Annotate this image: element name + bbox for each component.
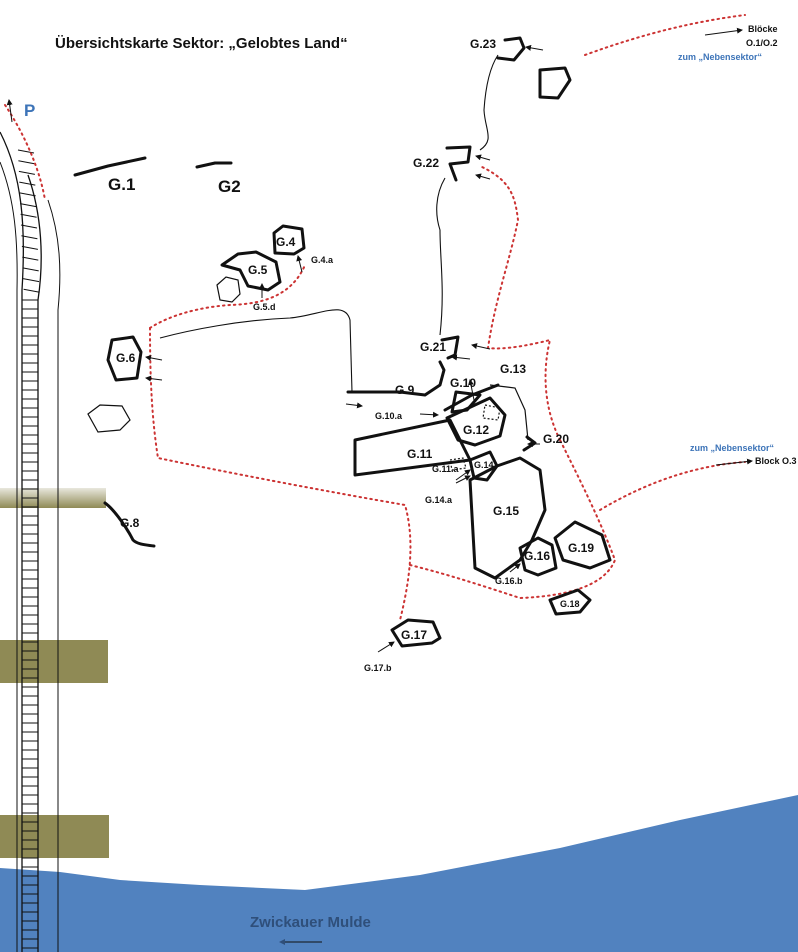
ground-strip-middle: [0, 640, 108, 683]
rock-g5-boulder: [216, 276, 241, 303]
label-g11: G.11: [407, 447, 433, 461]
rock-g4: [272, 224, 306, 256]
rock-g10-ridge: [443, 383, 500, 412]
parking-label: P: [24, 101, 35, 120]
label-g20: G.20: [543, 432, 569, 446]
label-g17: G.17: [401, 628, 427, 642]
access-paths: [159, 54, 499, 393]
label-g11a: G.11.a: [432, 464, 460, 474]
ground-strip-top: [0, 488, 106, 508]
label-g10: G.10: [450, 376, 476, 390]
river-label: Zwickauer Mulde: [250, 914, 371, 931]
rock-g16: [518, 536, 558, 577]
rock-boulder-left: [87, 404, 131, 433]
map-title: Übersichtskarte Sektor: „Gelobtes Land“: [55, 35, 348, 52]
rock-dashed-detail-2: [449, 457, 467, 471]
label-g17b: G.17.b: [364, 663, 392, 673]
rock-g18: [548, 588, 592, 616]
label-bloecke: Blöcke: [748, 24, 778, 34]
label-g5d: G.5.d: [253, 302, 276, 312]
rock-g20: [522, 435, 537, 452]
label-block-o3: Block O.3: [755, 456, 797, 466]
rock-g6: [106, 335, 143, 382]
label-g5: G.5: [248, 263, 268, 277]
approach-trails: [4, 14, 746, 621]
label-g8: G.8: [120, 516, 140, 530]
railway-track: [0, 131, 61, 952]
rock-g13: [489, 384, 529, 441]
label-nebensektor-top: zum „Nebensektor“: [678, 52, 762, 62]
rock-dashed-detail-1: [482, 404, 501, 421]
label-g19: G.19: [568, 541, 594, 555]
label-g2: G2: [218, 177, 241, 196]
label-g16b: G.16.b: [495, 576, 523, 586]
label-g21: G.21: [420, 340, 446, 354]
rock-g19: [553, 520, 612, 570]
label-g14a: G.14.a: [425, 495, 453, 505]
label-g12: G.12: [463, 423, 489, 437]
label-g15: G.15: [493, 504, 519, 518]
rock-g17: [390, 618, 442, 648]
rock-g2: [195, 161, 233, 169]
route-arrows: [6, 27, 753, 945]
rock-g23: [496, 36, 526, 62]
rock-g14: [468, 450, 499, 482]
label-g1: G.1: [108, 175, 135, 194]
label-g4a: G.4.a: [311, 255, 334, 265]
label-g6: G.6: [116, 351, 136, 365]
label-g13: G.13: [500, 362, 526, 376]
rock-g5: [220, 250, 282, 292]
label-g14: G.14: [474, 460, 494, 470]
rock-g12: [445, 396, 507, 447]
label-g18: G.18: [560, 599, 580, 609]
label-g22: G.22: [413, 156, 439, 170]
rock-outlines: [73, 36, 612, 648]
rock-g22: [445, 145, 472, 182]
river-water: [0, 795, 798, 952]
label-g10a: G.10.a: [375, 411, 403, 421]
label-bloecke-numbers: O.1/O.2: [746, 38, 778, 48]
label-g9: G.9: [395, 383, 415, 397]
label-g16: G.16: [524, 549, 550, 563]
rock-g15: [468, 456, 547, 580]
rock-block-o1-o2: [538, 66, 572, 100]
label-nebensektor-right: zum „Nebensektor“: [690, 443, 774, 453]
ground-strip-bottom: [0, 815, 109, 858]
rock-g9: [346, 360, 446, 397]
rock-g8: [103, 501, 156, 548]
rock-g1: [73, 156, 147, 177]
label-g4: G.4: [276, 235, 296, 249]
label-g23: G.23: [470, 37, 496, 51]
